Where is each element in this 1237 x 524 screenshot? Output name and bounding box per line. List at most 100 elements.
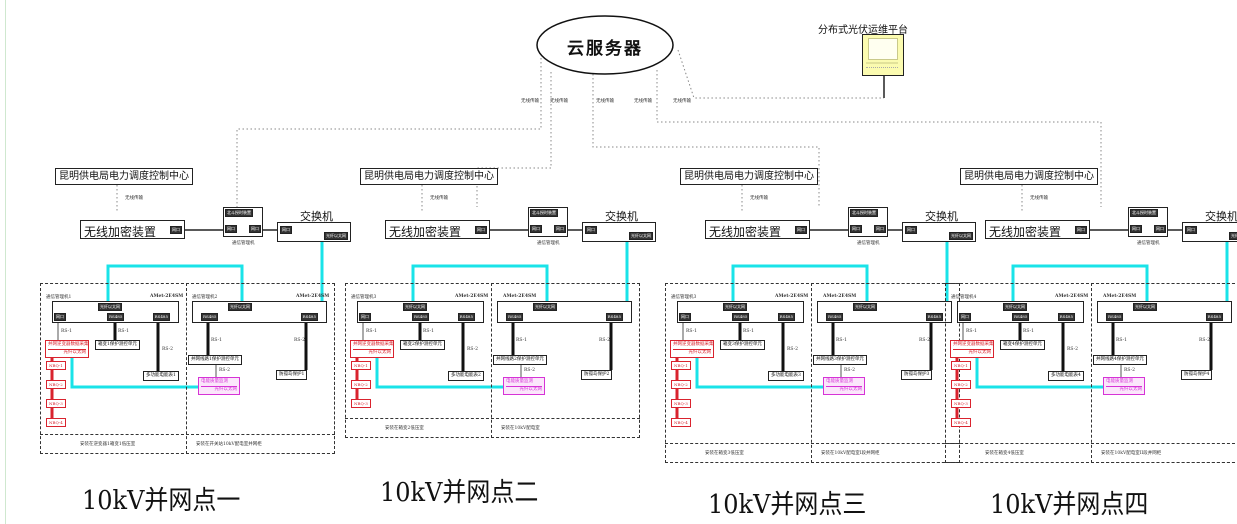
rs485-port: RS485 [107,313,125,321]
line-protection-unit[interactable]: 并网线路2保护测控单元 [493,355,547,365]
inverter-box[interactable]: NBQ-2 [46,380,66,389]
zone-left-note: 安装在箱变3低压室 [705,451,744,456]
network-port: 网口 [795,226,807,234]
network-switch[interactable]: 网口光纤以太网 [902,222,976,242]
wireless-link-platform [677,49,884,99]
multifunction-meter[interactable]: 多功能电能表3 [768,371,804,381]
inverter-box[interactable]: NBQ-4 [671,418,691,427]
comm-manager-unit[interactable]: 北斗授时装置网口网口 [848,207,888,237]
power-quality-meter[interactable]: 电能质量监测光纤以太网 [823,377,865,395]
anti-islanding-protection[interactable]: 防孤岛保护1 [276,370,308,380]
power-quality-label: 电能质量监测 [1106,379,1133,384]
zone-divider [186,283,335,454]
inverter-box[interactable]: NBQ-4 [951,418,971,427]
comm-manager-unit[interactable]: 北斗授时装置网口网口 [528,207,568,237]
bus-label: RS-2 [787,347,799,352]
bus-label: RS-1 [1116,338,1128,343]
network-switch[interactable]: 网口光纤以太网 [277,222,351,242]
multifunction-meter[interactable]: 多功能电能表1 [143,371,179,381]
transformer-protection-unit[interactable]: 箱变1保护测控单元 [95,340,140,350]
bus-label: RS-1 [966,329,978,334]
inverter-box[interactable]: NBQ-4 [46,418,66,427]
multifunction-meter[interactable]: 多功能电能表4 [1048,371,1084,381]
transformer-protection-unit[interactable]: 箱变2保护测控单元 [400,340,445,350]
bus-label: RS-2 [467,347,479,352]
control-center-box[interactable]: 昆明供电局电力调度控制中心 [680,168,818,185]
switch-title: 交换机 [300,210,333,223]
inverter-box[interactable]: NBQ-3 [351,399,371,408]
power-quality-meter[interactable]: 电能质量监测光纤以太网 [198,377,240,395]
device-model: AMet-2E4SM [150,294,184,299]
wireless-encryption-device[interactable]: 无线加密装置网口 [705,220,810,239]
power-quality-meter[interactable]: 电能质量监测光纤以太网 [1103,377,1145,395]
inverter-data-collector[interactable]: 并网逆变器数据采集光纤以太网 [950,340,994,358]
site-title: 10kV并网点三 [708,488,867,520]
inverter-box[interactable]: NBQ-3 [951,399,971,408]
anti-islanding-protection[interactable]: 防孤岛保护2 [581,370,613,380]
zone-right-note: 安装在10kV配电室II段并网柜 [1101,451,1162,456]
inverter-box[interactable]: NBQ-1 [351,361,371,370]
zone-right-note: 安装在开关站10kV配电室并网柜 [196,442,262,447]
rs485-port: RS485 [1106,313,1124,321]
line-protection-unit[interactable]: 并网线路3保护测控单元 [813,355,867,365]
transformer-protection-unit[interactable]: 箱变3保护测控单元 [720,340,765,350]
inverter-box[interactable]: NBQ-3 [46,399,66,408]
line-protection-unit[interactable]: 并网线路1保护测控单元 [188,355,242,365]
inverter-box[interactable]: NBQ-2 [671,380,691,389]
comm-manager-right[interactable]: 光纤以太网 RS485 RS485 [1097,301,1232,323]
anti-islanding-protection[interactable]: 防孤岛保护3 [901,370,933,380]
inverter-data-collector[interactable]: 并网逆变器数据采集光纤以太网 [45,340,89,358]
cloud-server[interactable]: 云服务器 [535,14,675,76]
inverter-data-collector[interactable]: 并网逆变器数据采集光纤以太网 [350,340,394,358]
multifunction-meter[interactable]: 多功能电能表2 [448,371,484,381]
comm-manager-unit[interactable]: 北斗授时装置网口网口 [1128,207,1168,237]
fiber-ethernet-port: 光纤以太网 [1133,303,1157,311]
fiber-ethernet-port: 光纤以太网 [403,303,427,311]
anti-islanding-protection[interactable]: 防孤岛保护4 [1181,370,1213,380]
inverter-box[interactable]: NBQ-1 [46,361,66,370]
network-port: 网口 [530,225,542,233]
bus-label: RS-1 [686,329,698,334]
wireless-encryption-device[interactable]: 无线加密装置网口 [385,220,490,239]
control-center-box[interactable]: 昆明供电局电力调度控制中心 [55,168,193,185]
beidou-timing-port: 北斗授时装置 [1130,209,1158,217]
wireless-encryption-device[interactable]: 无线加密装置网口 [80,220,185,239]
rs485-port: RS485 [1205,313,1223,321]
comm-manager-name: 通信管理机2 [192,295,218,300]
comm-manager-unit[interactable]: 北斗授时装置网口网口 [223,207,263,237]
inverter-box[interactable]: NBQ-3 [671,399,691,408]
encryption-device-label: 无线加密装置 [989,225,1062,239]
wireless-transmission-label: 无线传输 [750,195,769,201]
zone-note-divider [345,418,640,419]
network-port: 网口 [905,226,917,234]
line-protection-unit[interactable]: 并网线路4保护测控单元 [1093,355,1147,365]
inverter-box[interactable]: NBQ-2 [351,380,371,389]
rs485-port: RS485 [732,313,750,321]
network-port: 网口 [679,313,691,321]
zone-right-note: 安装在10kV配电室 [501,426,540,431]
transformer-protection-unit[interactable]: 箱变4保护测控单元 [1000,340,1045,350]
inverter-box[interactable]: NBQ-2 [951,380,971,389]
computer-terminal-icon[interactable] [862,34,904,76]
network-port: 网口 [359,313,371,321]
fiber-ethernet-port: 光纤以太网 [723,303,747,311]
inverter-data-collector[interactable]: 并网逆变器数据采集光纤以太网 [670,340,714,358]
wireless-encryption-device[interactable]: 无线加密装置网口 [985,220,1090,239]
rs485-port: RS485 [506,313,524,321]
network-port: 网口 [170,226,182,234]
site-title: 10kV并网点一 [82,484,241,516]
inverter-box[interactable]: NBQ-1 [951,361,971,370]
control-center-box[interactable]: 昆明供电局电力调度控制中心 [360,168,498,185]
inverter-box[interactable]: NBQ-1 [671,361,691,370]
power-quality-meter[interactable]: 电能质量监测光纤以太网 [503,377,545,395]
control-center-box[interactable]: 昆明供电局电力调度控制中心 [960,168,1098,185]
network-switch[interactable]: 网口光纤以太网 [582,222,656,242]
